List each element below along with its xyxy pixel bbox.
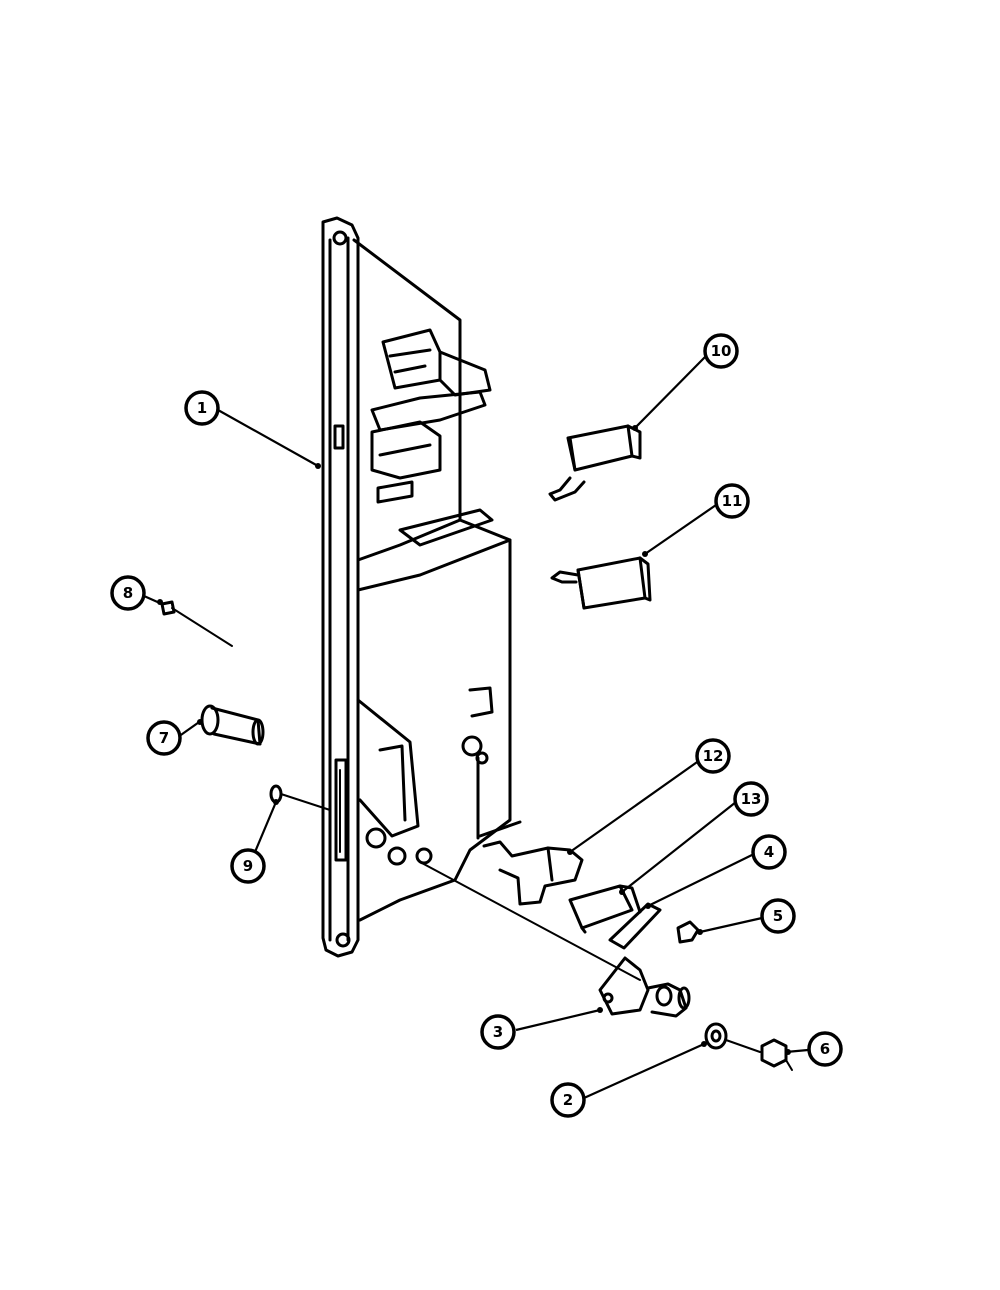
callout-13: 13 (733, 781, 769, 817)
callout-11: 11 (714, 483, 750, 519)
screw-part-8 (160, 600, 233, 647)
switch-part-12 (482, 840, 584, 906)
callout-label: 12 (703, 747, 724, 765)
washer-part-2 (704, 1022, 728, 1050)
callout-3: 3 (480, 1014, 516, 1050)
callout-label: 3 (493, 1023, 503, 1041)
callout-label: 2 (563, 1091, 573, 1109)
switch-part-13 (568, 884, 642, 934)
mounting-bracket-part (321, 216, 522, 958)
callout-label: 13 (741, 790, 762, 808)
callout-label: 6 (820, 1040, 830, 1058)
callout-label: 7 (159, 729, 169, 747)
callout-2: 2 (550, 1082, 586, 1118)
nut-part-5 (676, 920, 700, 944)
callout-6: 6 (807, 1031, 843, 1067)
callout-label: 8 (123, 584, 133, 602)
nut-part-6 (725, 1038, 793, 1071)
callout-1: 1 (184, 390, 220, 426)
lever-part-4 (608, 902, 662, 950)
callout-label: 11 (722, 492, 743, 510)
actuator-part-3 (419, 861, 691, 1018)
callout-12: 12 (695, 738, 731, 774)
callout-10: 10 (703, 333, 739, 369)
switch-part-10 (548, 424, 642, 502)
callout-9: 9 (230, 848, 266, 884)
callout-label: 1 (197, 399, 207, 417)
callout-4: 4 (751, 834, 787, 870)
rivet-part-7 (200, 704, 265, 746)
callout-8: 8 (110, 575, 146, 611)
leader-lines (143, 356, 809, 1100)
callout-5: 5 (760, 898, 796, 934)
callout-label: 5 (773, 907, 783, 925)
callout-7: 7 (146, 720, 182, 756)
callout-label: 10 (711, 342, 732, 360)
switch-part-11 (550, 556, 652, 610)
washer-part-9 (269, 784, 331, 811)
callout-label: 9 (243, 857, 253, 875)
callout-label: 4 (764, 843, 774, 861)
